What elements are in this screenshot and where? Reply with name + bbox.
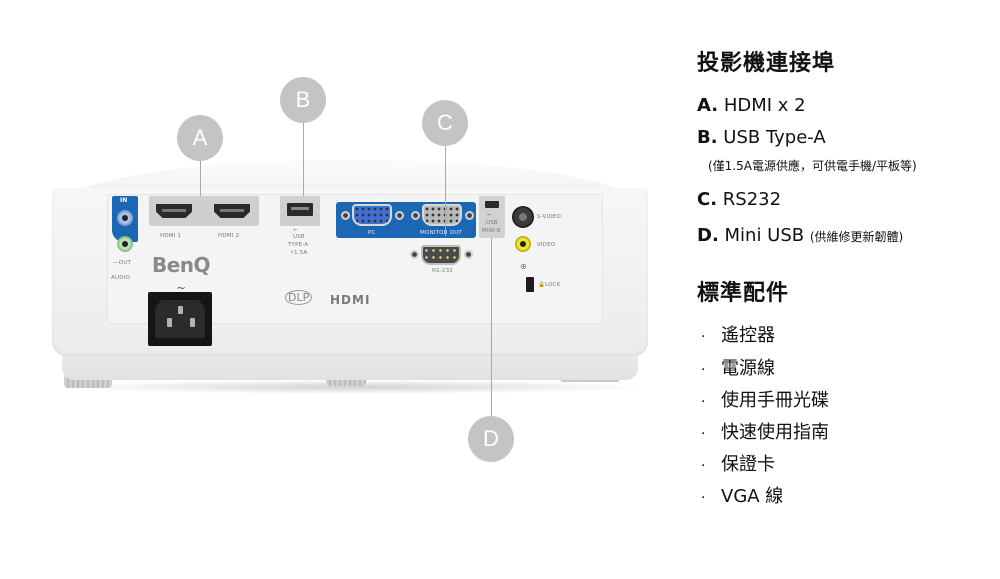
audio-out-jack [117,236,133,252]
hdmi-2-port [214,204,250,218]
port-item-d: D. Mini USB (供維修更新韌體) [697,225,904,246]
rs232-label: RS-232 [432,268,453,274]
ac-symbol-icon: ~ [176,281,187,295]
usb-a-label-1: USB [293,234,305,240]
audio-in-label: IN [120,197,128,204]
screw-icon [464,250,473,259]
floor-shadow [60,380,650,394]
callout-b-leader [303,118,304,196]
bullet-icon: · [701,329,706,345]
callout-c: C [422,100,468,146]
screw-icon [395,211,404,220]
video-label: VIDEO [537,242,556,248]
callout-a: A [177,115,223,161]
screw-icon [411,211,420,220]
power-pin [178,306,183,314]
dlp-logo: DLP [285,290,313,305]
audio-out-label: —OUT [113,260,132,266]
bullet-icon: · [701,426,706,442]
vga-pc-port [352,204,392,226]
accessory-item: ·遙控器 [701,325,775,346]
callout-c-leader [445,144,446,236]
bullet-icon: · [701,490,706,506]
pc-label: PC [368,230,376,236]
callout-b: B [280,77,326,123]
power-pin [167,318,172,327]
bullet-icon: · [701,362,706,378]
hdmi-1-port [156,204,192,218]
ports-title: 投影機連接埠 [697,51,836,76]
lock-label: 🔒LOCK [538,282,561,288]
port-item-a: A. HDMI x 2 [697,95,806,116]
usb-symbol-icon: ⭠ [293,227,298,233]
port-item-b-note: (僅1.5A電源供應，可供電手機/平板等) [708,159,917,173]
monitor-out-label: MONITOR OUT [420,230,462,236]
usb-mini-label-1: USB [486,220,498,226]
audio-label: AUDIO [111,275,130,281]
port-item-b: B. USB Type-A [697,127,826,148]
callout-a-leader [200,160,201,196]
usb-a-label-2: TYPE-A [288,242,309,248]
vga-monitor-out-port [422,204,462,226]
projector-rear-diagram: IN —OUT AUDIO HDMI 1 HDMI 2 ⭠ USB TYPE-A… [52,77,650,462]
screw-icon [341,211,350,220]
hdmi-1-label: HDMI 1 [160,233,182,239]
accessory-item: ·保證卡 [701,454,775,475]
video-jack [515,236,531,252]
accessories-title: 標準配件 [697,281,790,306]
callout-d-leader [491,238,492,416]
hdmi-logo: HDMI [330,293,371,307]
usb-a-label-3: ⚡1.5A [290,250,308,256]
audio-in-jack [117,210,133,226]
mini-usb-port [485,201,499,208]
port-item-c: C. RS232 [697,189,782,210]
screw-icon [465,211,474,220]
usb-symbol-icon: ⭠ [487,212,492,218]
benq-logo: BenQ [152,253,211,277]
svideo-label: S-VIDEO [537,214,561,220]
power-pin [190,318,195,327]
accessory-item: ·VGA 線 [701,486,784,507]
kensington-lock-slot [526,277,534,292]
bullet-icon: · [701,458,706,474]
ground-icon: ⊕ [520,262,527,271]
usb-mini-label-2: MINI-B [482,228,501,234]
screw-icon [410,250,419,259]
accessory-item: ·快速使用指南 [701,422,829,443]
hdmi-2-label: HDMI 2 [218,233,240,239]
rs232-port [421,245,461,265]
bullet-icon: · [701,394,706,410]
usb-a-port [287,203,313,216]
callout-d: D [468,416,514,462]
svideo-jack [512,206,534,228]
accessory-item: ·使用手冊光碟 [701,390,829,411]
accessory-item: ·電源線 [701,358,775,379]
